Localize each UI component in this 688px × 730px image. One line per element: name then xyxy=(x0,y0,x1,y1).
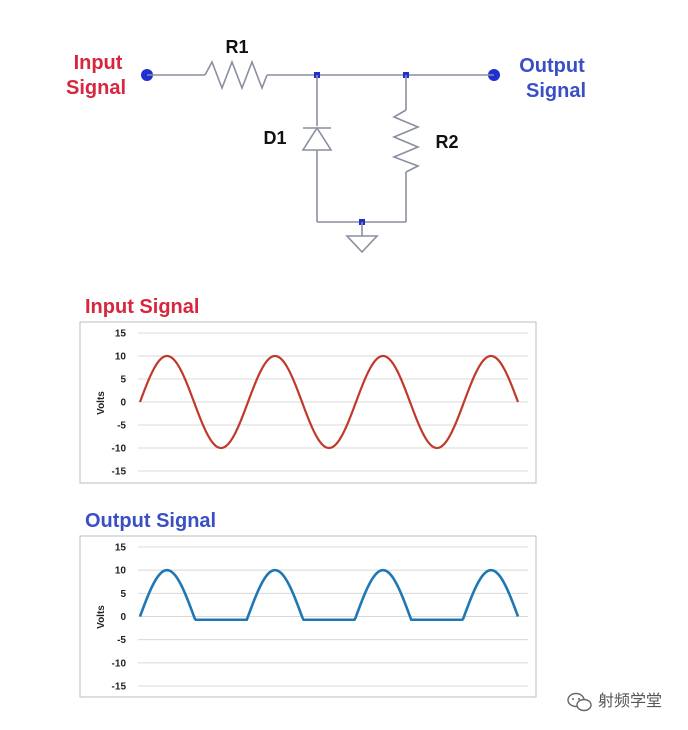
input-chart-yticks: 15 10 5 0 -5 -10 -15 xyxy=(112,329,127,478)
y-tick-label: -10 xyxy=(112,444,127,455)
output-label-line1: Output xyxy=(519,55,585,77)
r1-label: R1 xyxy=(225,37,248,57)
diode-d1 xyxy=(301,126,333,151)
output-chart-grid xyxy=(138,546,528,687)
y-tick-label: -10 xyxy=(112,658,127,669)
y-tick-label: 5 xyxy=(120,589,126,600)
y-tick-label: 0 xyxy=(120,612,126,623)
wechat-icon xyxy=(567,692,592,712)
y-tick-label: 10 xyxy=(115,566,127,577)
d1-label: D1 xyxy=(263,128,286,148)
y-tick-label: 0 xyxy=(120,398,126,409)
output-chart-title: Output Signal xyxy=(85,510,216,532)
input-signal-line xyxy=(138,354,520,450)
input-chart: Input Signal 15 10 5 0 -5 -10 -15 Volts xyxy=(79,296,537,484)
watermark: 射频学堂 xyxy=(567,691,662,712)
input-label-line1: Input xyxy=(74,52,123,74)
input-chart-title: Input Signal xyxy=(85,296,199,318)
y-tick-label: 10 xyxy=(115,352,127,363)
resistor-r2 xyxy=(391,109,421,173)
y-tick-label: -5 xyxy=(117,421,126,432)
resistor-r1 xyxy=(204,59,268,91)
r2-label: R2 xyxy=(435,132,458,152)
ground-symbol xyxy=(345,235,379,254)
output-chart-ylabel: Volts xyxy=(96,605,107,629)
y-tick-label: -15 xyxy=(112,467,127,478)
y-tick-label: 15 xyxy=(115,329,127,340)
output-signal-line xyxy=(138,568,520,622)
y-tick-label: 5 xyxy=(120,375,126,386)
input-label-line2: Signal xyxy=(66,77,126,99)
y-tick-label: -15 xyxy=(112,682,127,693)
output-chart-yticks: 15 10 5 0 -5 -10 -15 xyxy=(112,543,127,693)
circuit-diagram: Input Signal Output Signal R1 D1 R2 xyxy=(66,37,586,254)
y-tick-label: 15 xyxy=(115,543,127,554)
y-tick-label: -5 xyxy=(117,635,126,646)
output-label-line2: Signal xyxy=(526,80,586,102)
watermark-text: 射频学堂 xyxy=(598,691,662,710)
output-chart: Output Signal 15 10 5 0 -5 -10 -15 Volts xyxy=(79,510,537,698)
input-chart-ylabel: Volts xyxy=(96,391,107,415)
